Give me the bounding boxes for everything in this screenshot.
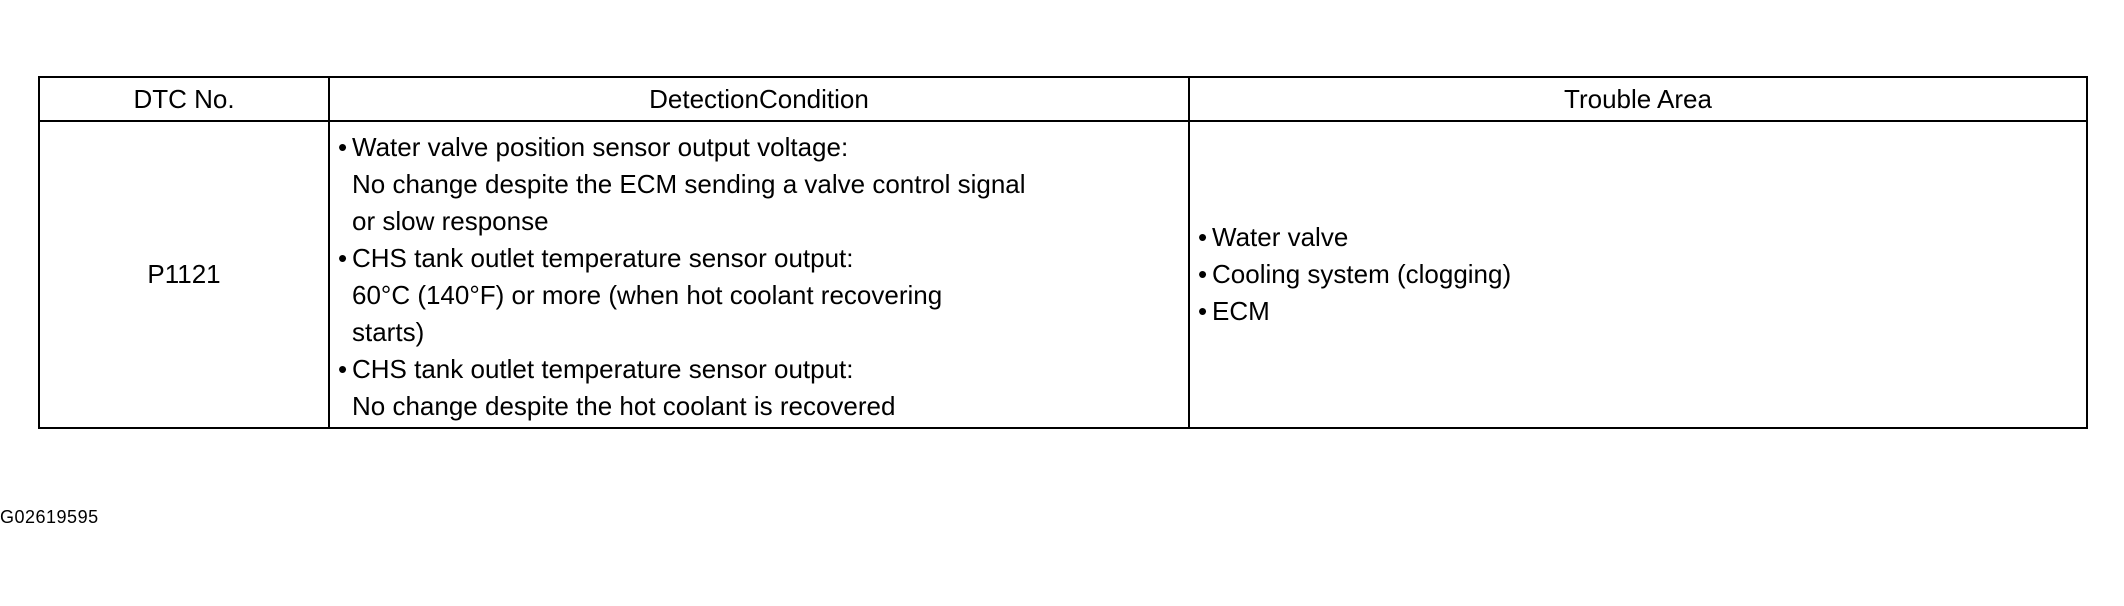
header-trouble-area: Trouble Area [1188,76,2088,122]
trouble-area-item: • ECM [1198,293,2078,330]
bullet: • [1198,296,1208,326]
table-header-row: DTC No. DetectionCondition Trouble Area [38,76,2088,122]
bullet: • [338,354,348,384]
table-row: P1121 • Water valve position sensor outp… [38,120,2088,429]
condition-title: CHS tank outlet temperature sensor outpu… [352,243,854,273]
trouble-area-item: • Water valve [1198,219,2078,256]
condition-detail: No change despite the hot coolant is rec… [352,391,896,421]
condition-item: • CHS tank outlet temperature sensor out… [338,351,1180,425]
bullet: • [338,132,348,162]
condition-title: Water valve position sensor output volta… [352,132,849,162]
trouble-area-label: Water valve [1212,222,1349,252]
condition-detail: No change despite the ECM sending a valv… [352,169,1026,236]
trouble-area-cell: • Water valve • Cooling system (clogging… [1188,120,2088,429]
header-dtc-no: DTC No. [38,76,330,122]
dtc-table: DTC No. DetectionCondition Trouble Area … [38,76,2088,429]
condition-item: • CHS tank outlet temperature sensor out… [338,240,1180,351]
condition-detail: 60°C (140°F) or more (when hot coolant r… [352,280,943,347]
condition-title: CHS tank outlet temperature sensor outpu… [352,354,854,384]
figure-id: G02619595 [0,507,99,527]
dtc-code: P1121 [38,120,330,429]
bullet: • [1198,259,1208,289]
header-detection-condition: DetectionCondition [328,76,1190,122]
detection-condition-cell: • Water valve position sensor output vol… [328,120,1190,429]
bullet: • [338,243,348,273]
trouble-area-item: • Cooling system (clogging) [1198,256,2078,293]
condition-item: • Water valve position sensor output vol… [338,129,1180,240]
bullet: • [1198,222,1208,252]
trouble-area-label: ECM [1212,296,1270,326]
trouble-area-label: Cooling system (clogging) [1212,259,1512,289]
